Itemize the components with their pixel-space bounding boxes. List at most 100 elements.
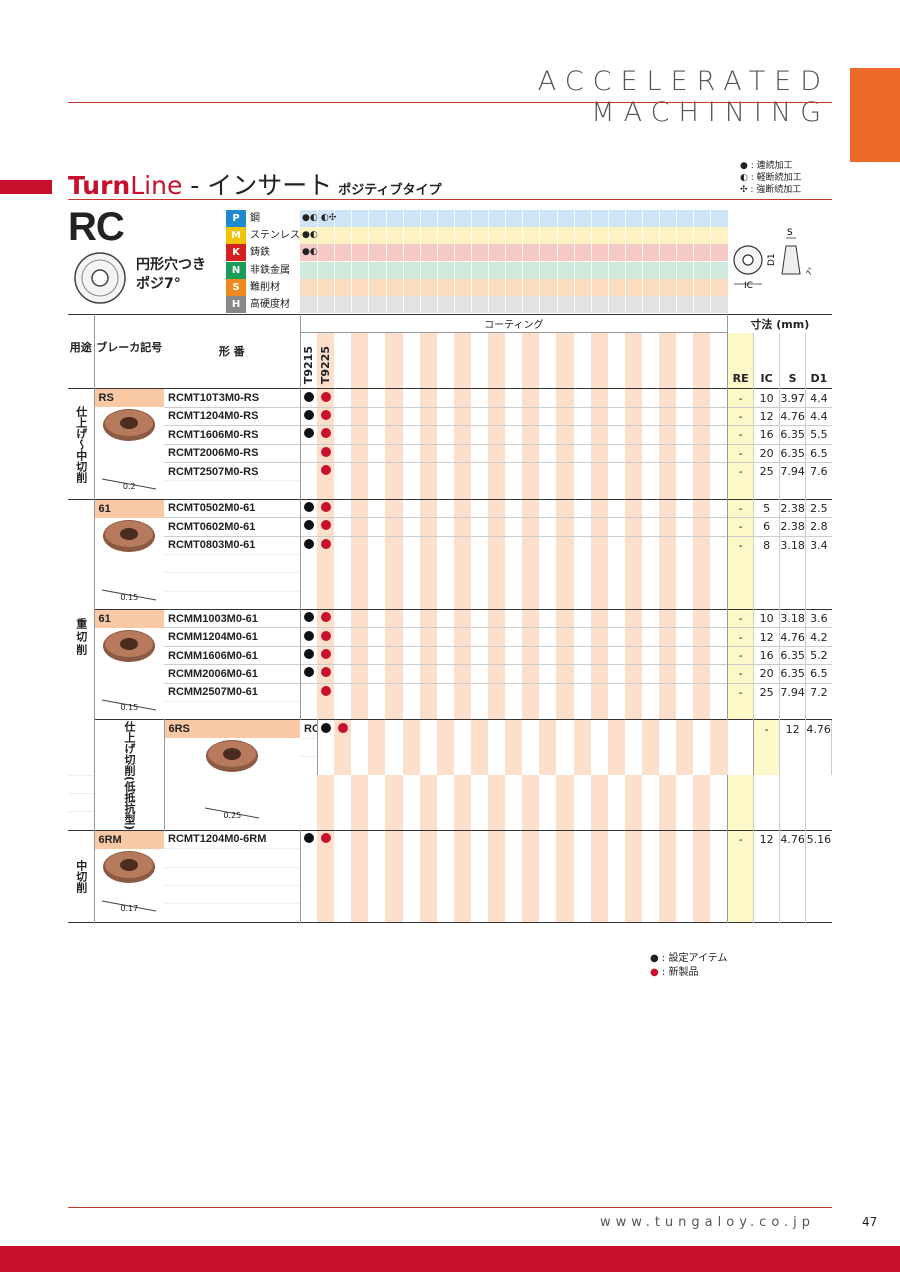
cell-divider <box>659 261 661 279</box>
grade-cell <box>607 682 625 702</box>
grade-cell-empty <box>403 867 420 885</box>
grade-cell-empty <box>317 885 335 904</box>
grade-column-empty <box>539 333 556 389</box>
edge-width-label: 0.25 <box>223 811 242 821</box>
cell-divider <box>607 227 609 245</box>
grade-cell-empty <box>590 903 608 923</box>
grade-cell-empty <box>351 591 369 610</box>
cell-divider <box>488 227 490 245</box>
dim-empty <box>727 885 755 904</box>
grade-cell <box>641 461 659 481</box>
cell-divider <box>488 244 490 262</box>
material-letter: K <box>226 244 246 262</box>
grade-cell-empty <box>624 701 642 720</box>
grade-cell <box>693 517 711 537</box>
grade-cell <box>607 443 625 463</box>
dim-header-re: RE <box>727 332 755 389</box>
grade-cell <box>351 498 369 518</box>
grade-cell <box>385 425 403 445</box>
grade-cell-empty <box>505 849 522 867</box>
cell-divider <box>419 210 421 227</box>
grade-cell <box>676 388 694 408</box>
cell-divider <box>607 261 609 279</box>
grade-cell-empty <box>659 738 676 756</box>
grade-cell-empty <box>710 572 729 592</box>
grade-cell <box>590 719 608 739</box>
grade-cell-empty <box>693 775 711 794</box>
grade-cell-empty <box>437 775 454 793</box>
dim-ic: 16 <box>753 425 780 445</box>
grade-cell-empty <box>505 885 522 903</box>
grade-cell <box>539 664 557 684</box>
grade-cell-empty <box>710 867 729 886</box>
divider <box>68 102 832 103</box>
part-number-empty <box>164 866 301 886</box>
grade-cell-empty <box>488 903 506 923</box>
grade-cell <box>710 406 729 426</box>
grade-cell <box>522 498 540 518</box>
cell-divider <box>368 244 370 262</box>
material-name: 難削材 <box>250 281 280 293</box>
dim-ic: 12 <box>753 406 780 426</box>
grade-cell <box>693 443 711 463</box>
grade-cell-empty <box>522 867 540 886</box>
grade-column-empty <box>658 332 677 389</box>
part-number: RCMT2006M0-RS <box>164 443 301 463</box>
divider <box>68 1207 832 1208</box>
grade-cell-empty <box>300 702 317 720</box>
grade-cell-empty <box>693 757 710 775</box>
grade-cell-empty <box>556 903 574 923</box>
cell-divider <box>676 261 678 279</box>
grade-cell <box>470 517 489 537</box>
grade-cell <box>693 609 711 628</box>
grade-cell-empty <box>590 572 608 592</box>
material-name: 鋳鉄 <box>250 247 270 259</box>
new-product-dot <box>337 722 348 733</box>
stock-dot <box>303 520 314 531</box>
grade-cell-empty <box>419 885 437 904</box>
grade-cell <box>693 406 711 426</box>
material-suitability-symbols: ●◐ <box>302 247 318 258</box>
grade-cell-empty <box>608 812 625 830</box>
grade-cell-empty <box>300 812 317 830</box>
dim-d1: 2.5 <box>805 498 832 518</box>
grade-cell-empty <box>437 849 454 867</box>
grade-cell-empty <box>453 554 471 573</box>
grade-cell-empty <box>453 811 471 831</box>
dim-empty <box>727 775 755 794</box>
grade-cell <box>488 443 506 463</box>
cell-divider <box>659 227 661 245</box>
table-row-blank <box>68 811 832 831</box>
grade-cell-empty <box>658 793 677 812</box>
grade-cell <box>402 388 420 408</box>
dim-s: 7.94 <box>779 461 806 481</box>
table-row-blank <box>68 590 832 610</box>
title-subtitle: ポジティブタイプ <box>338 183 442 198</box>
grade-cell-empty <box>574 702 591 720</box>
grade-cell-empty <box>574 904 591 922</box>
grade-cell-empty <box>300 867 317 885</box>
grade-cell-empty <box>539 812 556 830</box>
grade-cell <box>710 664 729 684</box>
grade-cell <box>573 535 591 555</box>
grade-cell <box>300 425 318 445</box>
grade-cell <box>505 829 523 849</box>
grade-cell <box>676 425 694 445</box>
dim-empty <box>779 811 806 831</box>
grade-cell <box>368 461 386 481</box>
cell-divider <box>522 210 524 227</box>
grade-cell-empty <box>624 867 642 886</box>
cell-divider <box>676 227 678 245</box>
grade-cell <box>385 719 403 739</box>
grade-cell <box>641 406 659 426</box>
dim-empty <box>753 738 781 757</box>
dim-d1: 3.4 <box>805 535 832 555</box>
grade-cell-empty <box>556 793 574 812</box>
grade-cell-empty <box>403 573 420 591</box>
grade-cell-empty <box>642 904 659 922</box>
grade-cell <box>505 443 523 463</box>
grade-cell <box>470 406 489 426</box>
dim-s: 3.18 <box>779 609 806 628</box>
grade-cell <box>710 498 729 518</box>
